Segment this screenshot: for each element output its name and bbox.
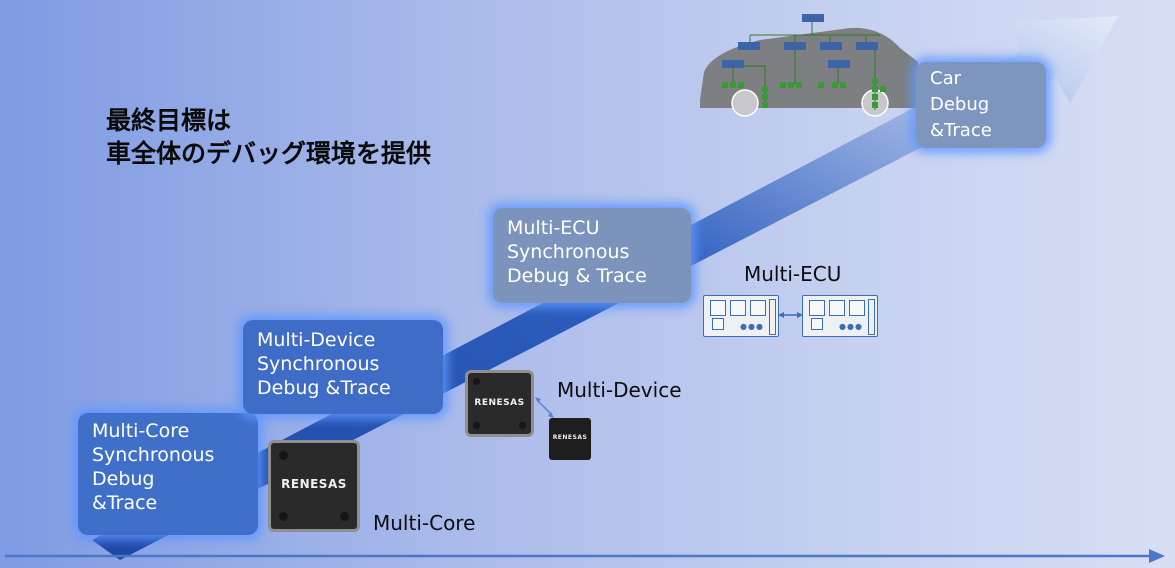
stage-line: Debug & Trace	[507, 265, 647, 287]
stage-line: Multi-ECU	[507, 217, 600, 239]
headline-line-2: 車全体のデバッグ環境を提供	[106, 139, 432, 168]
stage-line: Car	[930, 68, 961, 89]
chip-logo: RENESAS	[281, 477, 347, 491]
stage-line: Synchronous	[257, 353, 380, 375]
stage-multi-core: Multi-Core Synchronous Debug &Trace	[78, 413, 258, 535]
stage-car: Car Debug &Trace	[916, 62, 1046, 148]
label-multi-ecu: Multi-ECU	[744, 262, 842, 286]
stage-line: Multi-Core	[92, 420, 190, 442]
stage-line: Debug	[930, 94, 990, 115]
stage-line: Debug &Trace	[257, 377, 391, 399]
multi-core-chip-icon: RENESAS	[271, 443, 357, 529]
stage-line: Multi-Device	[257, 329, 376, 351]
stage-line: &Trace	[930, 120, 992, 141]
ecu-board-icon: ●●●	[802, 295, 878, 337]
small-device-chip-icon: RENESAS	[549, 418, 591, 460]
device-link-arrow	[536, 399, 553, 416]
timeline-arrow-head	[1149, 549, 1165, 563]
stage-multi-device: Multi-Device Synchronous Debug &Trace	[243, 320, 443, 414]
car-icon	[700, 14, 918, 117]
headline: 最終目標は 車全体のデバッグ環境を提供	[106, 104, 431, 170]
stage-line: Debug	[92, 468, 155, 490]
stage-line: Synchronous	[507, 241, 630, 263]
chip-logo: RENESAS	[474, 398, 525, 408]
stage-line: Synchronous	[92, 444, 215, 466]
headline-line-1: 最終目標は	[106, 106, 232, 135]
stage-line: &Trace	[92, 492, 158, 514]
stage-multi-ecu: Multi-ECU Synchronous Debug & Trace	[493, 208, 691, 303]
label-multi-core: Multi-Core	[373, 511, 476, 535]
ecu-board-icon: ●●●	[703, 295, 779, 337]
multi-device-chip-icon: RENESAS	[468, 373, 531, 434]
chip-logo: RENESAS	[552, 434, 588, 441]
label-multi-device: Multi-Device	[557, 378, 682, 402]
